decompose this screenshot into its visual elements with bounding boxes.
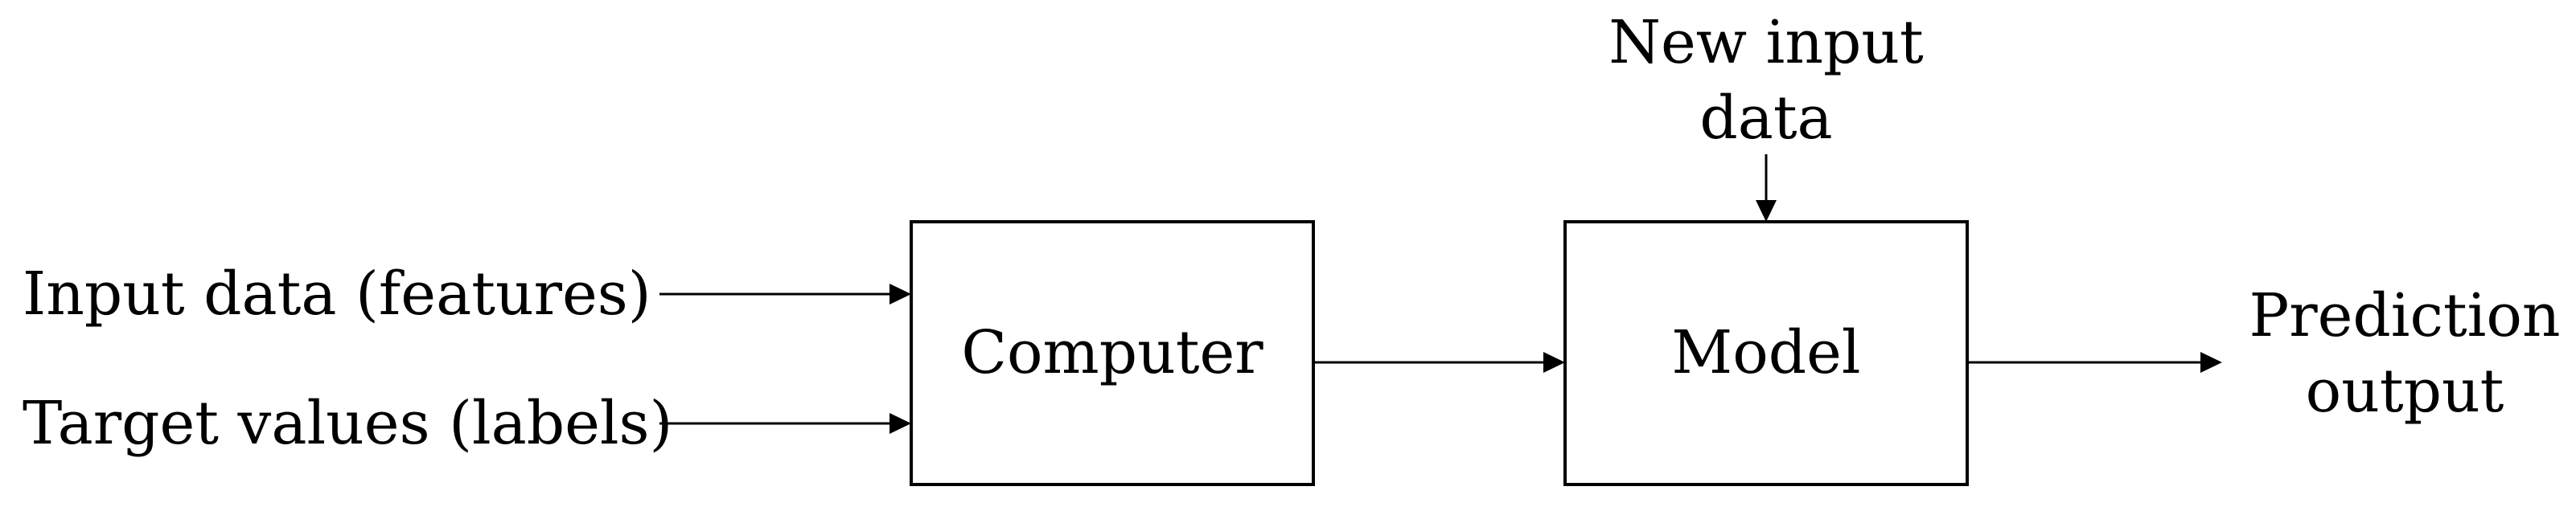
labels-arrowhead: [889, 413, 911, 434]
new-input-arrowhead: [1756, 200, 1777, 222]
input-features-label: Input data (features): [23, 260, 651, 329]
features-arrowhead: [889, 284, 911, 305]
computer-to-model-arrowhead: [1543, 352, 1565, 373]
new-input-label-line2: data: [1699, 84, 1833, 153]
model-label: Model: [1671, 318, 1861, 387]
model-to-output-arrowhead: [2200, 352, 2222, 373]
prediction-output-label-line2: output: [2305, 357, 2504, 426]
prediction-output-label-line1: Prediction: [2249, 281, 2561, 350]
computer-box: [910, 220, 1315, 486]
computer-label: Computer: [961, 318, 1263, 387]
new-input-label-line1: New input: [1608, 8, 1924, 77]
target-labels-label: Target values (labels): [23, 389, 673, 458]
